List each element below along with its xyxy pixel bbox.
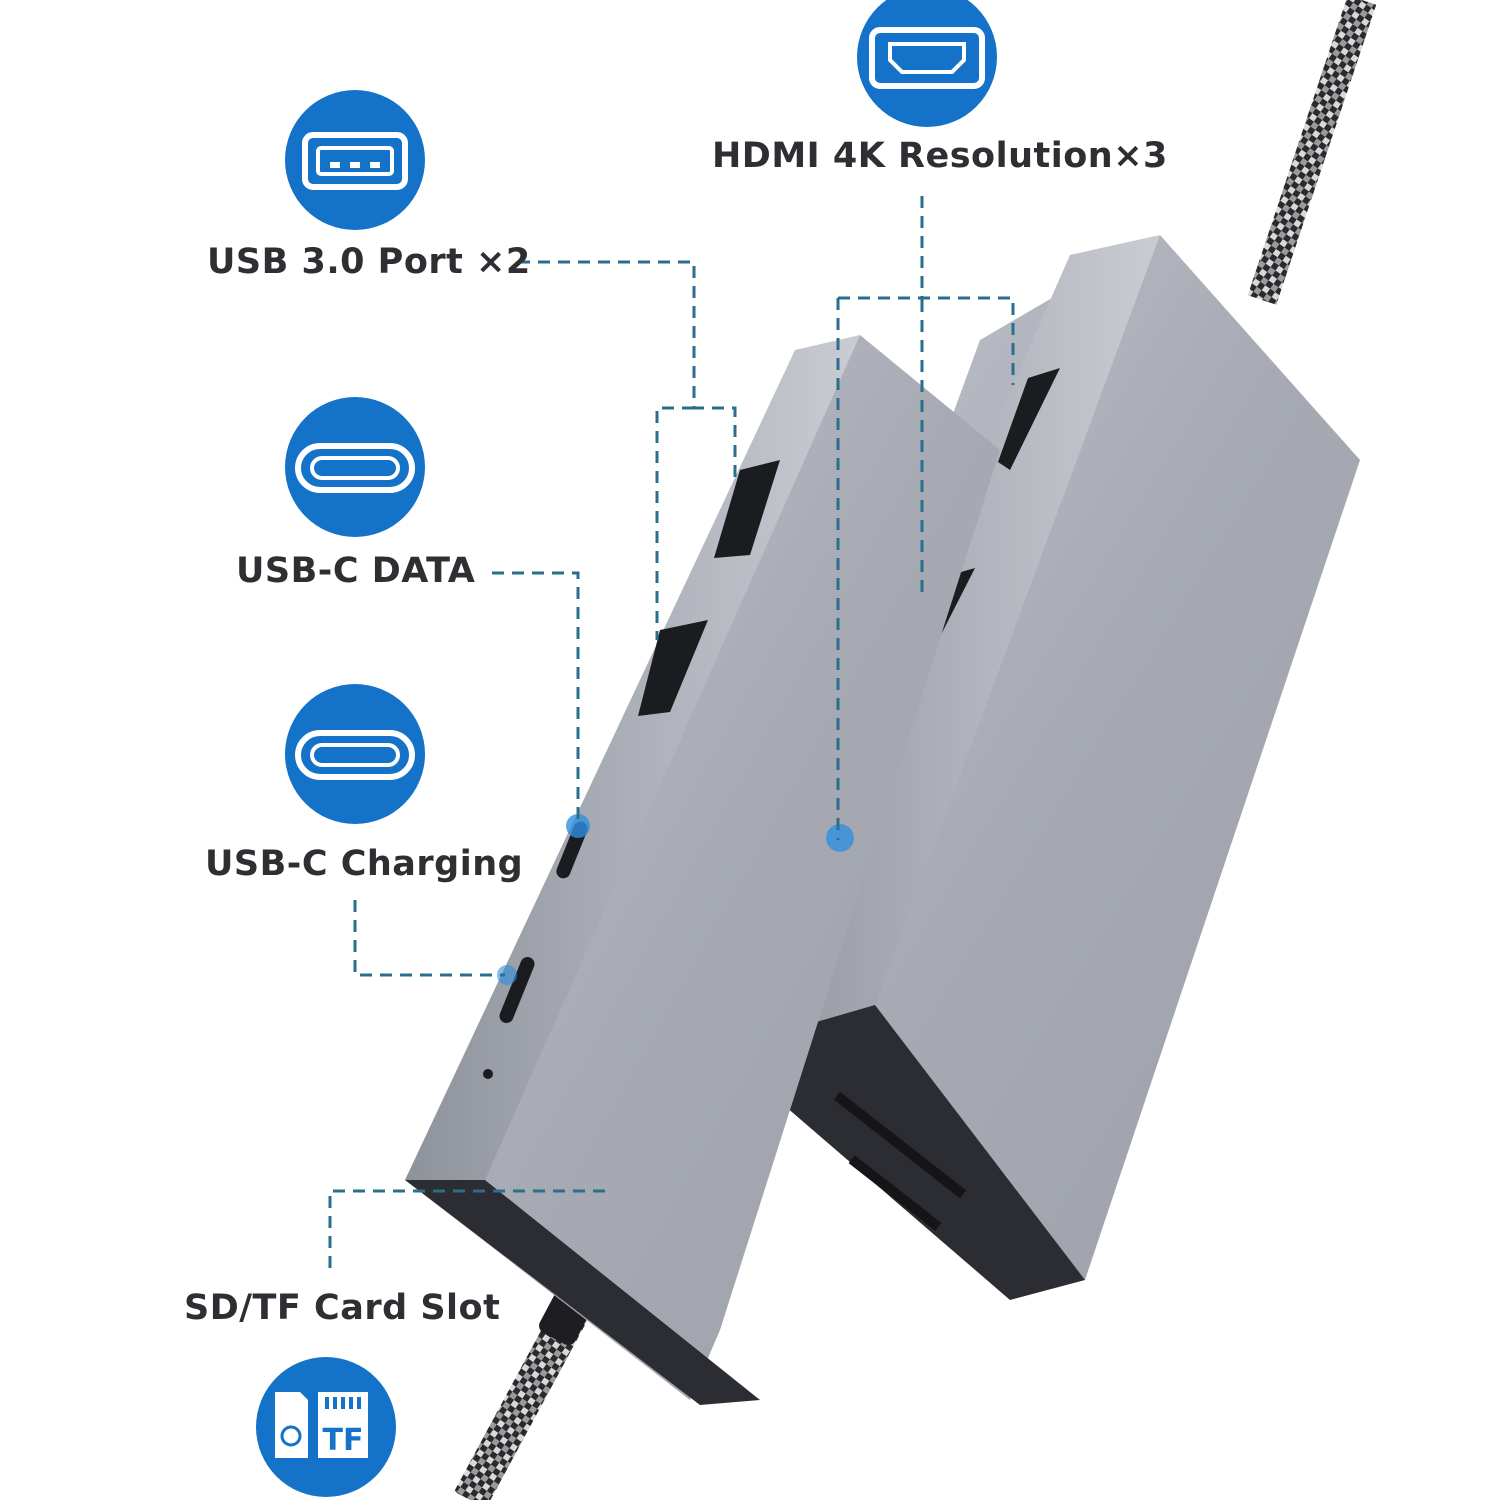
hdmi-leader bbox=[836, 196, 1015, 840]
leader-lines bbox=[328, 196, 1015, 1268]
hdmi-label: HDMI 4K Resolution×3 bbox=[712, 136, 1168, 176]
usbc-data-leader bbox=[492, 571, 580, 820]
usb-a-port-1 bbox=[714, 460, 780, 558]
usb-a-port-2 bbox=[638, 620, 708, 716]
top-braided-cable bbox=[1247, 0, 1377, 305]
sd-slot bbox=[833, 1091, 967, 1199]
hdmi-icon bbox=[857, 0, 997, 127]
usb3-label: USB 3.0 Port ×2 bbox=[207, 242, 531, 282]
usbc-data-icon bbox=[285, 397, 425, 537]
usb3-leader bbox=[518, 260, 737, 640]
hub-front bbox=[405, 335, 1000, 1405]
tf-slot bbox=[848, 1155, 942, 1231]
usb-c-charging-highlight bbox=[497, 965, 517, 985]
tf-card-text: TF bbox=[323, 1423, 364, 1458]
usb-c-charging-port bbox=[499, 957, 535, 1023]
card-slot-label: SD/TF Card Slot bbox=[184, 1288, 501, 1328]
usbc-charging-leader bbox=[353, 900, 505, 977]
hdmi-port-1 bbox=[998, 368, 1060, 470]
card-slot-leader bbox=[328, 1189, 610, 1268]
sd-tf-card-icon: TF bbox=[256, 1357, 396, 1497]
usb-c-data-highlight bbox=[566, 814, 590, 838]
usbc-charging-label: USB-C Charging bbox=[205, 844, 524, 884]
hdmi-highlight bbox=[826, 824, 854, 852]
usbc-charging-icon bbox=[285, 684, 425, 824]
status-led bbox=[483, 1069, 493, 1079]
usbc-data-label: USB-C DATA bbox=[236, 551, 476, 591]
usb3-icon bbox=[285, 90, 425, 230]
